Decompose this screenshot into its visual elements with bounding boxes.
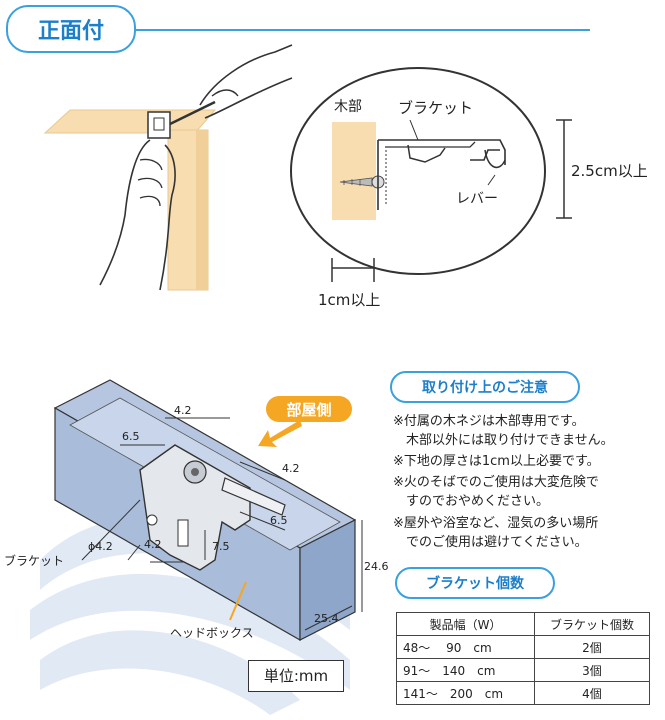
note-line: すのでおやめください。	[393, 494, 550, 509]
cell-count: 4個	[534, 681, 650, 705]
note-line: ※火のそばでのご使用は大変危険で	[393, 475, 599, 490]
lever-label: レバー	[456, 191, 498, 207]
dim-label: ϕ4.2	[88, 540, 113, 553]
unit-label: 単位:mm	[248, 660, 344, 692]
notes-title-pill: 取り付け上のご注意	[390, 371, 580, 403]
headbox-side	[299, 519, 356, 641]
blind-slat	[40, 630, 300, 715]
dim-label: 4.2	[174, 404, 192, 417]
room-side-label: 部屋側	[286, 401, 332, 419]
note-line: ※下地の厚さは1cm以上必要です。	[393, 454, 600, 469]
wood-beam	[43, 109, 217, 134]
dim-label: 6.5	[270, 514, 288, 527]
bracket-hook	[407, 144, 446, 163]
screwdriver-shaft	[169, 100, 216, 126]
dim-label: 24.6	[364, 560, 389, 573]
bracket-callout-label: ブラケット	[398, 99, 474, 117]
header-pill: 正面付	[6, 5, 136, 53]
header-count: ブラケット個数	[534, 612, 650, 636]
header-width: 製品幅（W）	[396, 612, 535, 636]
dim-label: 4.2	[144, 538, 162, 551]
bracket	[139, 444, 251, 571]
bracket-count-title: ブラケット個数	[426, 576, 524, 592]
holding-hand	[99, 139, 151, 286]
room-side-tag: 部屋側	[266, 396, 352, 422]
dim-label: 4.2	[282, 462, 300, 475]
headbox-illustration	[30, 379, 363, 715]
circle-wood	[332, 122, 376, 220]
table-row: 141～ 200 cm 4個	[396, 681, 650, 705]
cell-width: 91～ 140 cm	[396, 658, 535, 682]
note-line: でのご使用は避けてください。	[393, 535, 588, 550]
cell-width: 141～ 200 cm	[396, 681, 535, 705]
small-bracket	[147, 111, 171, 139]
wood-label: 木部	[334, 99, 362, 115]
zoom-circle	[290, 67, 546, 275]
cell-count: 2個	[534, 635, 650, 659]
note-line: ※屋外や浴室など、湿気の多い場所	[393, 516, 599, 531]
page-title: 正面付	[37, 19, 104, 44]
headbox-label: ヘッドボックス	[170, 626, 254, 640]
diagram-bracket-label: ブラケット	[4, 554, 65, 568]
room-side-arrow	[258, 420, 302, 447]
table-row: 91～ 140 cm 3個	[396, 658, 650, 682]
height-dimension	[556, 119, 572, 219]
lever	[221, 477, 286, 516]
hand-install-illustration	[43, 44, 293, 291]
dim-label: 25.4	[314, 612, 339, 625]
dim-label: 6.5	[122, 430, 140, 443]
notes-title: 取り付け上のご注意	[422, 380, 548, 396]
dim-label: 7.5	[212, 540, 230, 553]
table-header-row: 製品幅（W） ブラケット個数	[396, 612, 650, 636]
width-dimension	[331, 258, 375, 282]
bracket-count-table: 製品幅（W） ブラケット個数 48～ 90 cm 2個 91～ 140 cm 3…	[396, 612, 650, 705]
screwdriver-hand	[199, 44, 293, 106]
cell-width: 48～ 90 cm	[396, 635, 535, 659]
note-line: ※付属の木ネジは木部専用です。	[393, 414, 585, 429]
lever-part	[484, 149, 506, 169]
cell-count: 3個	[534, 658, 650, 682]
table-row: 48～ 90 cm 2個	[396, 635, 650, 659]
blind-slat	[30, 573, 350, 690]
blind-slat	[40, 516, 350, 630]
note-line: 木部以外には取り付けできません。	[393, 433, 614, 448]
bracket-count-title-pill: ブラケット個数	[395, 567, 555, 599]
width-dimension-label: 1cm以上	[318, 291, 381, 309]
height-dimension-label: 2.5cm以上	[571, 162, 648, 180]
